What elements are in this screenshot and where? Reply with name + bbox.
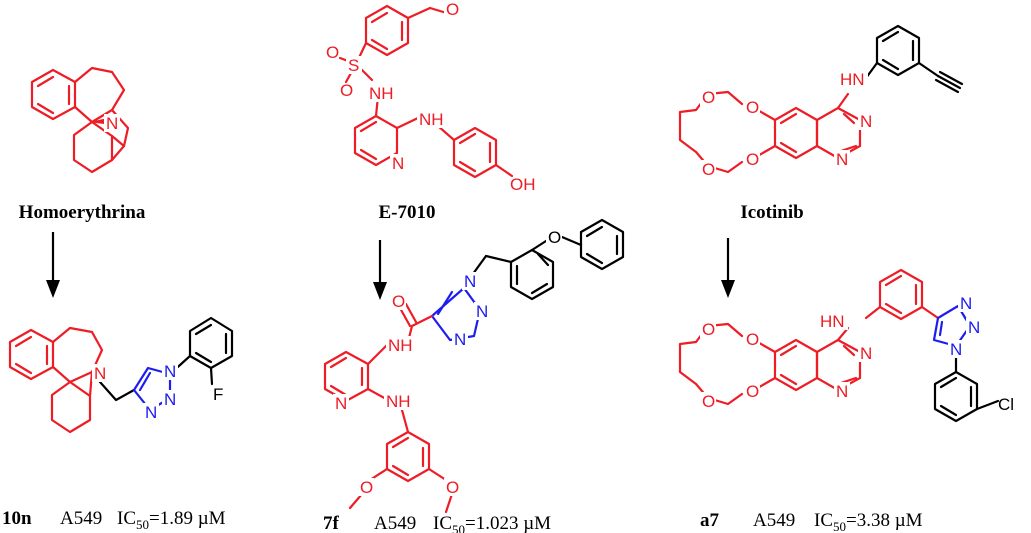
caption-a7: a7 A549 IC50=3.38 µM	[700, 510, 923, 533]
atom-hn-label: HN	[840, 70, 865, 89]
compound-7f-structure: O O N N N NH N NH O O	[323, 218, 625, 514]
ic50-value: =1.89 µM	[149, 508, 226, 529]
atom-o-label: O	[702, 392, 715, 411]
atom-n-label: N	[836, 150, 848, 169]
atom-o-label: O	[446, 0, 459, 19]
cell-line: A549	[60, 508, 102, 529]
ic50-label: IC	[814, 510, 833, 531]
atom-n-label: N	[836, 382, 848, 401]
compound-id: 10n	[2, 508, 32, 529]
arrow-2	[373, 240, 387, 300]
atom-o-label: O	[360, 478, 373, 497]
atom-n-label: N	[950, 340, 962, 359]
atom-n-label: N	[476, 302, 488, 321]
atom-o-label: O	[702, 88, 715, 107]
atom-nh-label: NH	[369, 84, 394, 103]
atom-o-label: O	[392, 292, 405, 311]
ic50-subscript: 50	[136, 517, 149, 532]
atom-o-label: O	[340, 81, 353, 100]
homoerythrina-structure: N	[30, 66, 130, 174]
atom-n-label: N	[392, 154, 404, 173]
atom-cl-label: Cl	[998, 395, 1014, 414]
atom-nh-label: NH	[388, 336, 413, 355]
atom-o-label: O	[746, 98, 759, 117]
atom-n-label: N	[106, 114, 118, 133]
atom-n-label: N	[454, 330, 466, 349]
arrow-3	[721, 238, 735, 298]
atom-o-label: O	[702, 320, 715, 339]
atom-n-label: N	[860, 344, 872, 363]
atom-nh-label: NH	[386, 392, 411, 411]
atom-n-label: N	[860, 112, 872, 131]
icotinib-structure: HN N N O O O O	[678, 24, 964, 179]
atom-s-label: S	[348, 56, 359, 75]
caption-10n: 10n A549 IC50=1.89 µM	[2, 508, 226, 532]
cell-line: A549	[374, 513, 416, 533]
atom-o-label: O	[746, 150, 759, 169]
compound-a7-structure: HN N N O O O O N N N Cl	[678, 268, 1014, 423]
ic50-value: =1.023 µM	[465, 513, 551, 533]
ic50-subscript: 50	[452, 522, 465, 533]
atom-n-label: N	[164, 362, 176, 381]
atom-o-label: O	[326, 43, 339, 62]
atom-o-label: O	[446, 478, 459, 497]
atom-f-label: F	[213, 385, 223, 404]
atom-oh-label: OH	[510, 175, 536, 194]
atom-o-label: O	[746, 330, 759, 349]
ic50-label: IC	[117, 508, 136, 529]
atom-n-label: N	[164, 390, 176, 409]
atom-n-label: N	[335, 394, 347, 413]
atom-o-label: O	[702, 160, 715, 179]
atom-n-label: N	[94, 364, 106, 383]
ic50-label: IC	[433, 513, 452, 533]
atom-nh-label: NH	[419, 110, 444, 129]
parent-name-e7010: E-7010	[379, 202, 436, 223]
compound-id: a7	[700, 510, 720, 531]
caption-7f: 7f A549 IC50=1.023 µM	[323, 513, 551, 533]
atom-n-label: N	[464, 272, 476, 291]
atom-n-label: N	[960, 294, 972, 313]
ic50-value: =3.38 µM	[846, 510, 923, 531]
parent-name-icotinib: Icotinib	[740, 202, 803, 223]
atom-n-label: N	[145, 403, 157, 422]
atom-n-label: N	[968, 318, 980, 337]
atom-o-label: O	[548, 228, 561, 247]
compound-10n-structure: N N N N F	[8, 316, 234, 434]
ic50-subscript: 50	[833, 519, 846, 533]
atom-o-label: O	[746, 382, 759, 401]
e7010-structure: O S O O NH NH N OH	[326, 0, 536, 194]
atom-hn-label: HN	[820, 312, 845, 331]
parent-name-homoerythrina: Homoerythrina	[19, 202, 146, 223]
cell-line: A549	[753, 510, 795, 531]
compound-id: 7f	[323, 513, 340, 533]
arrow-1	[46, 232, 60, 298]
